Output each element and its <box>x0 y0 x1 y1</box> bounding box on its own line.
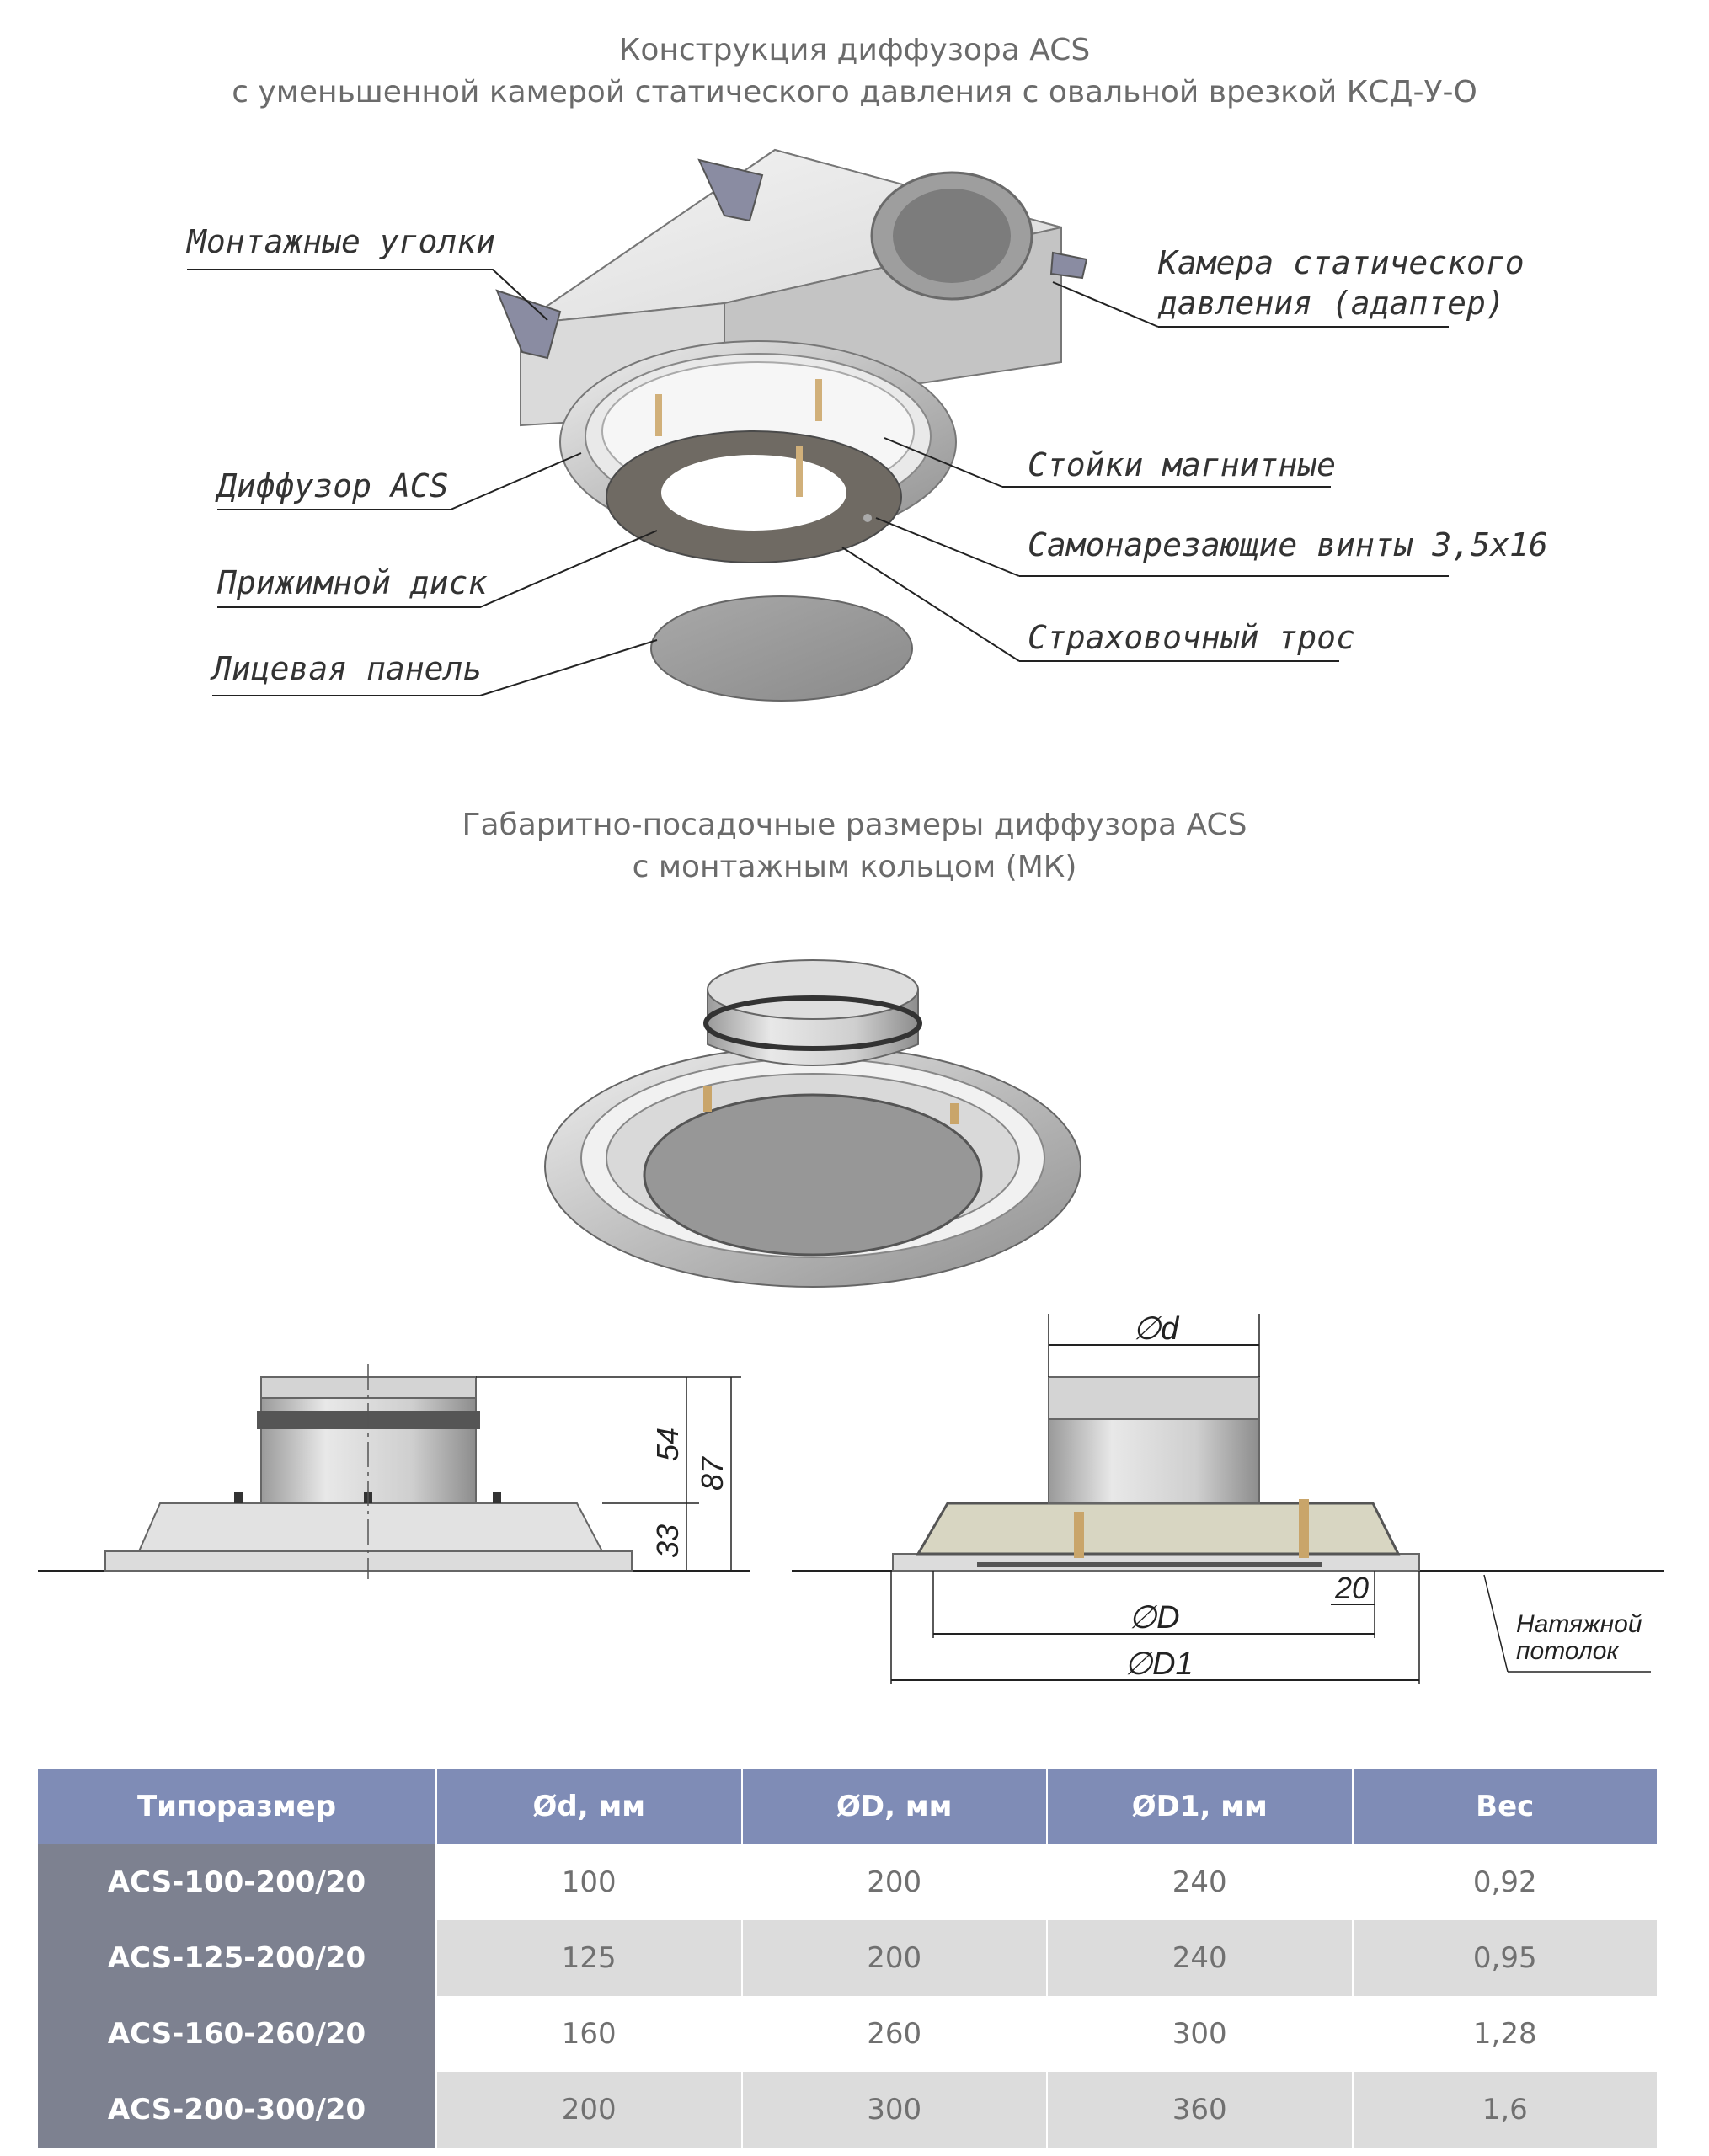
table-cell: 0,92 <box>1352 1844 1658 1920</box>
callout-chamber-line2: давления (адаптер) <box>1158 285 1505 322</box>
table-cell: 0,95 <box>1352 1920 1658 1996</box>
dim-dia-D1: ∅D1 <box>1124 1646 1194 1682</box>
table-cell: 160 <box>436 1996 743 2072</box>
table-row: ACS-125-200/20 125 200 240 0,95 <box>38 1920 1658 1996</box>
table-cell: 300 <box>741 2072 1048 2148</box>
table-cell: 200 <box>741 1844 1048 1920</box>
table-cell: 300 <box>1047 1996 1354 2072</box>
callout-pressure-disk: Прижимной диск <box>217 564 488 601</box>
callout-screws: Самонарезающие винты 3,5х16 <box>1028 526 1548 563</box>
leader-lines <box>187 269 1449 696</box>
dim-height-87: 87 <box>695 1455 729 1491</box>
section-view-drawing: ∅d ∅D ∅D1 20 Натяжной потолок <box>792 1311 1664 1684</box>
table-cell: ACS-125-200/20 <box>38 1920 437 1996</box>
diffuser-3d-view <box>544 959 1081 1288</box>
table-cell: ACS-160-260/20 <box>38 1996 437 2072</box>
ceiling-label-line1: Натяжной <box>1516 1610 1642 1638</box>
table-cell: 200 <box>741 1920 1048 1996</box>
table-cell: 125 <box>436 1920 743 1996</box>
table-cell: 240 <box>1047 1844 1354 1920</box>
table-header-row: Типоразмер Ød, мм ØD, мм ØD1, мм Вес <box>38 1769 1658 1844</box>
table-cell: 260 <box>741 1996 1048 2072</box>
dim-height-54: 54 <box>650 1428 685 1461</box>
callout-chamber-line1: Камера статического <box>1158 244 1525 281</box>
col-header-size: Типоразмер <box>38 1769 437 1844</box>
dim-dia-d: ∅d <box>1133 1311 1180 1347</box>
face-panel <box>650 595 913 702</box>
table-cell: 240 <box>1047 1920 1354 1996</box>
table-cell: 100 <box>436 1844 743 1920</box>
table-cell: 1,28 <box>1352 1996 1658 2072</box>
table-cell: 200 <box>436 2072 743 2148</box>
table-cell: ACS-200-300/20 <box>38 2072 437 2148</box>
col-header-D: ØD, мм <box>741 1769 1048 1844</box>
table-cell: ACS-100-200/20 <box>38 1844 437 1920</box>
section1-title-line2: с уменьшенной камерой статического давле… <box>232 75 1477 109</box>
col-header-weight: Вес <box>1352 1769 1658 1844</box>
table-row: ACS-160-260/20 160 260 300 1,28 <box>38 1996 1658 2072</box>
table-row: ACS-100-200/20 100 200 240 0,92 <box>38 1844 1658 1920</box>
dim-offset-20: 20 <box>1334 1571 1369 1605</box>
callout-diffuser: Диффузор ACS <box>217 467 449 504</box>
table-cell: 360 <box>1047 2072 1354 2148</box>
section2-title-line2: с монтажным кольцом (МК) <box>632 850 1077 884</box>
callout-mounting-brackets: Монтажные уголки <box>187 223 496 260</box>
col-header-D1: ØD1, мм <box>1047 1769 1354 1844</box>
side-view-drawing: 54 87 33 <box>38 1364 750 1579</box>
dim-height-33: 33 <box>650 1524 685 1558</box>
ceiling-label-line2: потолок <box>1516 1637 1620 1665</box>
table-row: ACS-200-300/20 200 300 360 1,6 <box>38 2072 1658 2148</box>
callout-face-panel: Лицевая панель <box>212 650 483 687</box>
pressure-disk <box>606 430 902 563</box>
section1-title-line1: Конструкция диффузора ACS <box>618 33 1091 67</box>
section2-title-line1: Габаритно-посадочные размеры диффузора A… <box>462 808 1247 842</box>
callout-magnetic-posts: Стойки магнитные <box>1028 446 1337 483</box>
col-header-d: Ød, мм <box>436 1769 743 1844</box>
spec-table: Типоразмер Ød, мм ØD, мм ØD1, мм Вес ACS… <box>38 1769 1658 2148</box>
callout-safety-cable: Страховочный трос <box>1028 619 1355 656</box>
table-cell: 1,6 <box>1352 2072 1658 2148</box>
dim-dia-D: ∅D <box>1129 1600 1180 1636</box>
